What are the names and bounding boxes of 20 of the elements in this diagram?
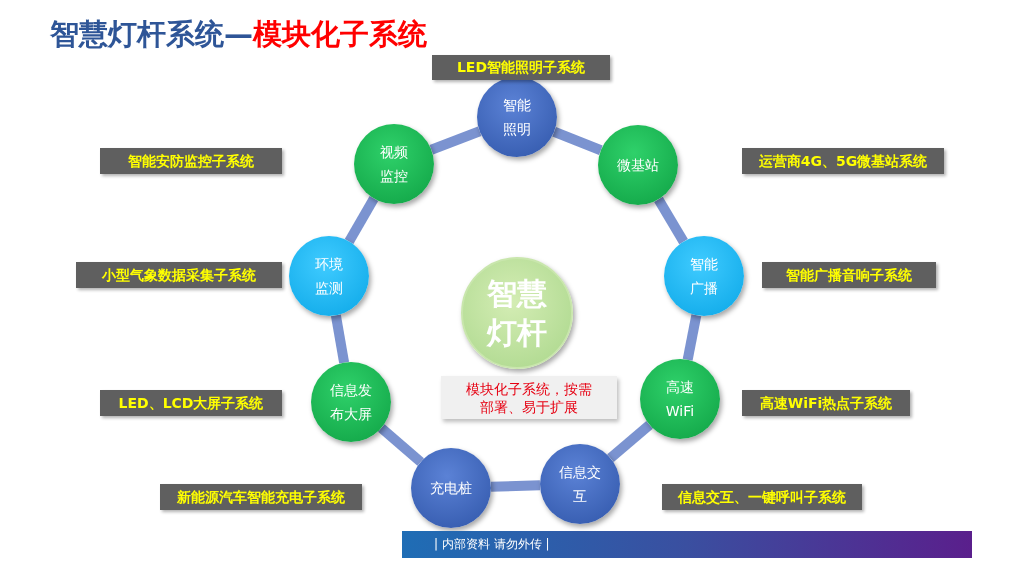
ring-connector	[490, 480, 541, 492]
subsystem-label: 智能广播音响子系统	[762, 262, 936, 288]
subsystem-label: 高速WiFi热点子系统	[742, 390, 910, 416]
subtitle: 模块化子系统	[253, 16, 427, 53]
ring-connector	[607, 421, 653, 462]
subsystem-label: LED智能照明子系统	[432, 55, 610, 80]
ring-connector	[330, 314, 350, 364]
note-box: 模块化子系统，按需部署、易于扩展	[441, 376, 617, 419]
subsystem-label: LED、LCD大屏子系统	[100, 390, 282, 416]
subsystem-label: 信息交互、一键呼叫子系统	[662, 484, 862, 510]
subsystem-label: 新能源汽车智能充电子系统	[160, 484, 362, 510]
ring-connector	[429, 126, 482, 155]
subsystem-label: 运营商4G、5G微基站系统	[742, 148, 944, 174]
subsystem-label: 智能安防监控子系统	[100, 148, 282, 174]
footer-note: | 内部资料 请勿外传 |	[434, 536, 550, 553]
ring-connector	[344, 196, 379, 244]
ring-connector	[682, 314, 702, 361]
title: 智慧灯杆系统—	[50, 16, 253, 53]
ring-connector	[552, 127, 603, 155]
subsystem-label: 小型气象数据采集子系统	[76, 262, 282, 288]
